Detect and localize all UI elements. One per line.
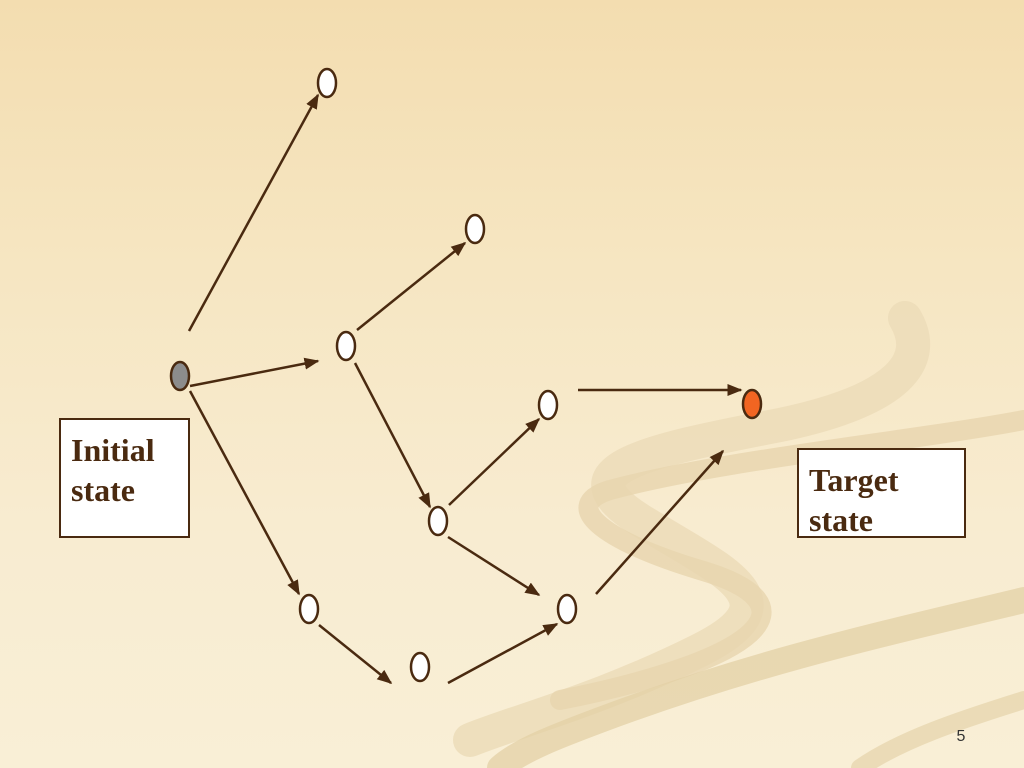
node-right bbox=[537, 389, 559, 421]
edge-center-to-lower-right bbox=[447, 535, 541, 597]
state-nodes bbox=[169, 67, 763, 683]
page-number: 5 bbox=[956, 728, 966, 745]
target-state-label-box: Target state bbox=[797, 448, 966, 538]
edge-center-to-right bbox=[448, 417, 541, 506]
node-center bbox=[427, 505, 449, 537]
edge-mid-to-center bbox=[353, 362, 432, 509]
edge-initial-to-lower-left bbox=[188, 390, 301, 596]
node-initial bbox=[169, 360, 191, 392]
node-upper-right bbox=[464, 213, 486, 245]
edge-mid-to-upper-right bbox=[356, 242, 467, 331]
edge-initial-to-mid bbox=[189, 357, 320, 388]
node-mid bbox=[335, 330, 357, 362]
initial-state-label-box: Initial state bbox=[59, 418, 190, 538]
transition-edges bbox=[187, 93, 743, 685]
edge-initial-to-top bbox=[187, 93, 320, 332]
target-state-label: Target state bbox=[809, 462, 899, 538]
node-lower-left bbox=[298, 593, 320, 625]
edge-lower-right-to-target bbox=[595, 449, 724, 595]
initial-state-label: Initial state bbox=[71, 432, 155, 508]
edge-bottom-to-lower-right bbox=[447, 622, 559, 685]
edge-lower-left-to-bottom bbox=[318, 624, 393, 684]
node-bottom bbox=[409, 651, 431, 683]
node-top bbox=[316, 67, 338, 99]
node-target bbox=[741, 388, 763, 420]
node-lower-right bbox=[556, 593, 578, 625]
